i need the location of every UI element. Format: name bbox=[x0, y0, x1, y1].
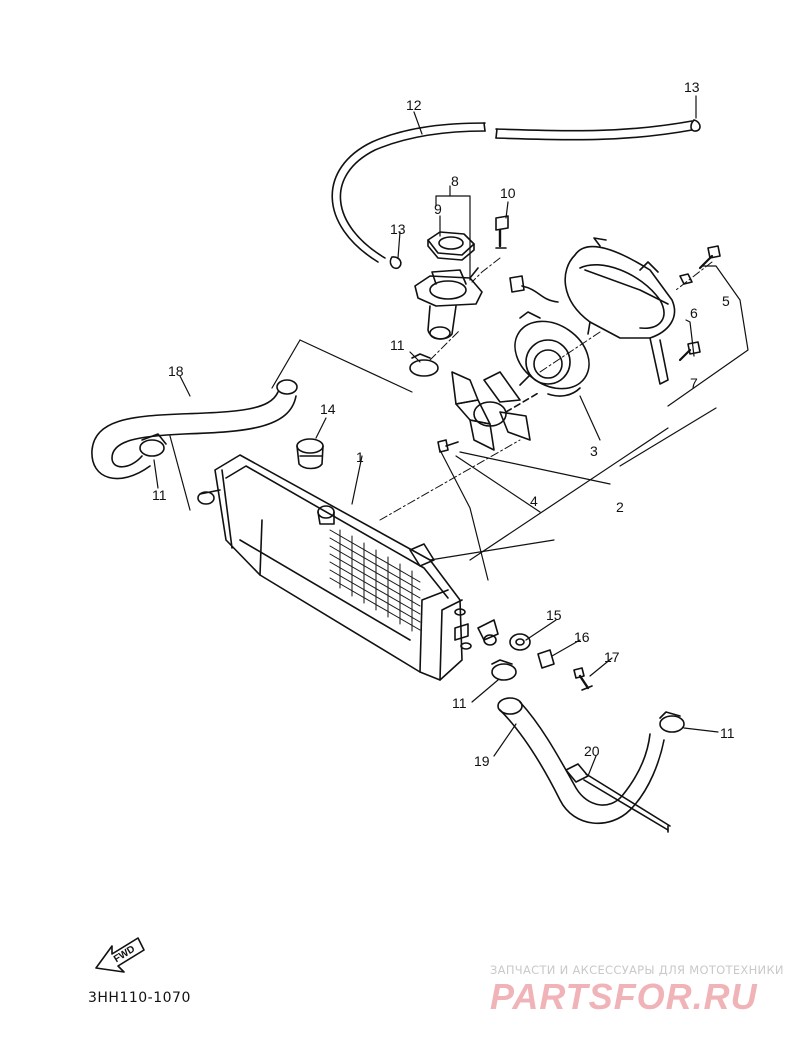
thermostat-housing-8 bbox=[414, 267, 483, 340]
hose-clamp-11-right bbox=[659, 711, 685, 733]
label-part: 5 bbox=[722, 293, 730, 309]
label-part: 11 bbox=[390, 337, 405, 353]
collar-16 bbox=[537, 649, 555, 669]
thermostat-cover-9 bbox=[427, 231, 475, 261]
fwd-arrow bbox=[95, 937, 145, 973]
diagram-code: 3HH110-1070 bbox=[88, 990, 191, 1006]
label-part: 11 bbox=[152, 487, 167, 503]
label-part: 19 bbox=[474, 753, 490, 769]
fan-screw bbox=[437, 439, 459, 453]
label-part: 13 bbox=[684, 79, 700, 95]
hose-clamp-11-lower bbox=[491, 659, 517, 681]
label-part: 11 bbox=[720, 725, 735, 741]
label-part: 16 bbox=[574, 629, 590, 645]
hose-clamp-11-left bbox=[139, 433, 167, 457]
label-part: 14 bbox=[320, 401, 336, 417]
bolt-17 bbox=[573, 667, 593, 691]
radiator-cap-14 bbox=[296, 438, 324, 470]
label-part: 10 bbox=[500, 185, 516, 201]
watermark-tagline: ЗАПЧАСТИ И АКСЕССУАРЫ ДЛЯ МОТОТЕХНИКИ bbox=[490, 963, 784, 977]
damper-15 bbox=[509, 633, 531, 651]
hose-clamp-11-upper bbox=[409, 353, 439, 377]
label-part: 3 bbox=[590, 443, 598, 459]
radiator-filler-neck bbox=[317, 505, 335, 525]
label-part: 4 bbox=[530, 493, 538, 509]
fan-blade-4 bbox=[451, 371, 541, 451]
bolt-5 bbox=[698, 245, 721, 270]
cable-tie-20 bbox=[565, 763, 671, 833]
label-part: 6 bbox=[690, 305, 698, 321]
label-part: 8 bbox=[451, 173, 459, 189]
label-part: 9 bbox=[434, 201, 442, 217]
label-part: 13 bbox=[390, 221, 406, 237]
label-part: 11 bbox=[452, 695, 467, 711]
label-part: 20 bbox=[584, 743, 600, 759]
hose-clip-13-left bbox=[389, 256, 402, 270]
watermark-logo: PARTSFOR.RU bbox=[490, 976, 758, 1017]
label-part: 1 bbox=[356, 449, 364, 465]
bolt-7 bbox=[678, 341, 701, 362]
label-part: 7 bbox=[690, 375, 698, 391]
temperature-sensor-10 bbox=[495, 215, 509, 249]
hose-clip-13-right bbox=[690, 119, 701, 132]
label-part: 12 bbox=[406, 97, 422, 113]
label-part: 18 bbox=[168, 363, 184, 379]
fan-wire-connector bbox=[509, 275, 559, 303]
radiator-fins bbox=[329, 529, 421, 632]
fan-shroud-6 bbox=[564, 237, 676, 385]
label-part: 2 bbox=[616, 499, 624, 515]
overflow-hose-12 bbox=[331, 120, 693, 263]
leader-lines bbox=[153, 95, 749, 777]
label-part: 15 bbox=[546, 607, 562, 623]
radiator-1 bbox=[197, 454, 472, 681]
nut-6 bbox=[679, 273, 693, 285]
lower-radiator-hose-19 bbox=[497, 697, 665, 824]
upper-radiator-hose-18 bbox=[91, 379, 298, 480]
fan-motor-3 bbox=[514, 311, 590, 397]
label-part: 17 bbox=[604, 649, 620, 665]
radiator-bracket bbox=[477, 619, 499, 646]
center-lines bbox=[379, 257, 713, 521]
